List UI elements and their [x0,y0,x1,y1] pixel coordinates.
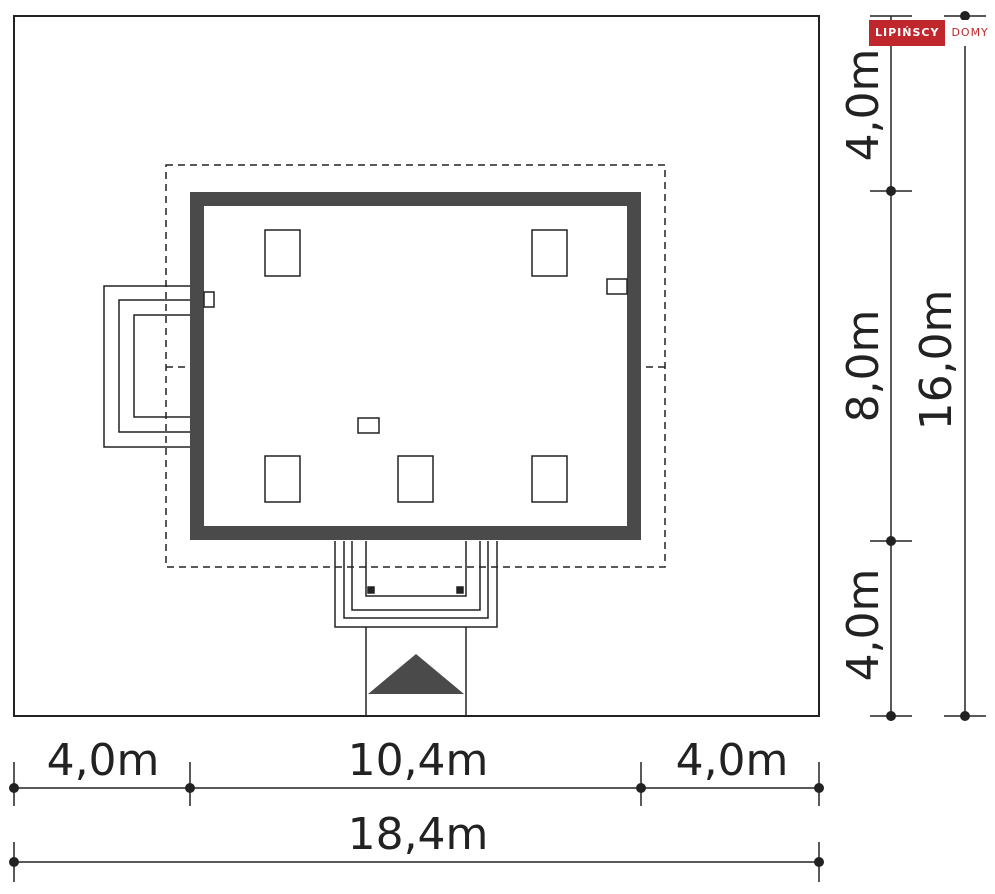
dim-right-middle: 8,0m [838,310,889,423]
brand-logo: LIPIŃSCY DOMY [869,20,995,46]
brand-suffix: DOMY [945,20,995,46]
dim-right-total: 16,0m [911,290,962,431]
dim-right-top: 4,0m [838,49,889,162]
entrance-porch [334,541,498,628]
dim-bottom-center: 10,4m [348,735,489,786]
left-terrace [103,285,190,448]
vent [357,417,380,434]
bottom-dimension-lines [13,762,820,882]
roof-windows [203,229,628,503]
dim-right-bottom: 4,0m [838,569,889,682]
brand-name: LIPIŃSCY [869,20,946,46]
plot-boundary [13,15,820,717]
window [397,455,434,503]
dim-bottom-total: 18,4m [348,809,489,860]
window [531,455,568,503]
right-dimension-lines [870,15,986,717]
vent [606,278,628,295]
dim-bottom-right: 4,0m [676,735,789,786]
window [264,229,301,277]
entrance-arrow-icon [368,654,464,694]
roof-outline [165,164,666,568]
window [531,229,568,277]
window [264,455,301,503]
access-path [365,627,467,716]
dim-bottom-left: 4,0m [47,735,160,786]
chimney [203,291,215,308]
